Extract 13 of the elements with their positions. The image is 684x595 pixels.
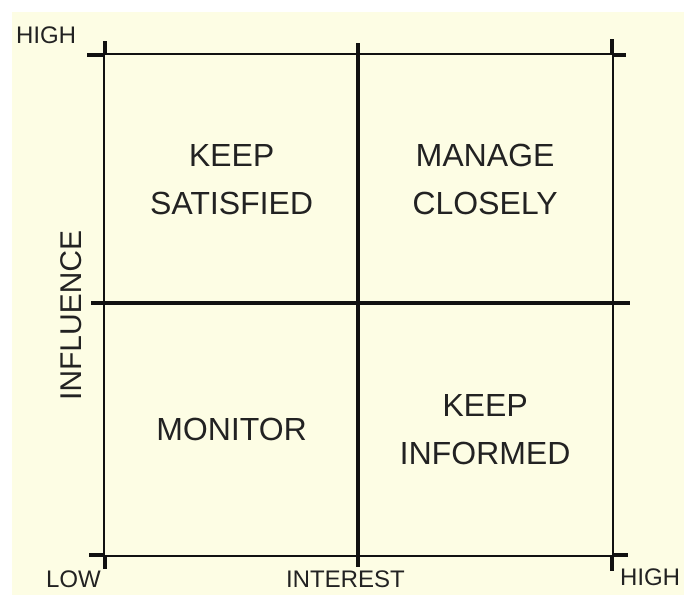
quadrant-label: KEEP INFORMED [398,386,572,473]
quadrant-box [103,53,360,305]
quadrant-label: MANAGE CLOSELY [411,136,559,223]
quadrant-label: KEEP SATISFIED [149,136,314,223]
quadrant-box [356,53,614,305]
axis-label: HIGH [620,564,680,592]
quadrant-box [356,301,614,557]
axis-title: INFLUENCE [55,230,90,400]
quadrant-label: MONITOR [155,410,308,449]
quadrant-box [103,301,360,557]
axis-label: HIGH [16,22,76,50]
axis-title: INTEREST [286,566,405,594]
axis-label: LOW [46,566,101,594]
